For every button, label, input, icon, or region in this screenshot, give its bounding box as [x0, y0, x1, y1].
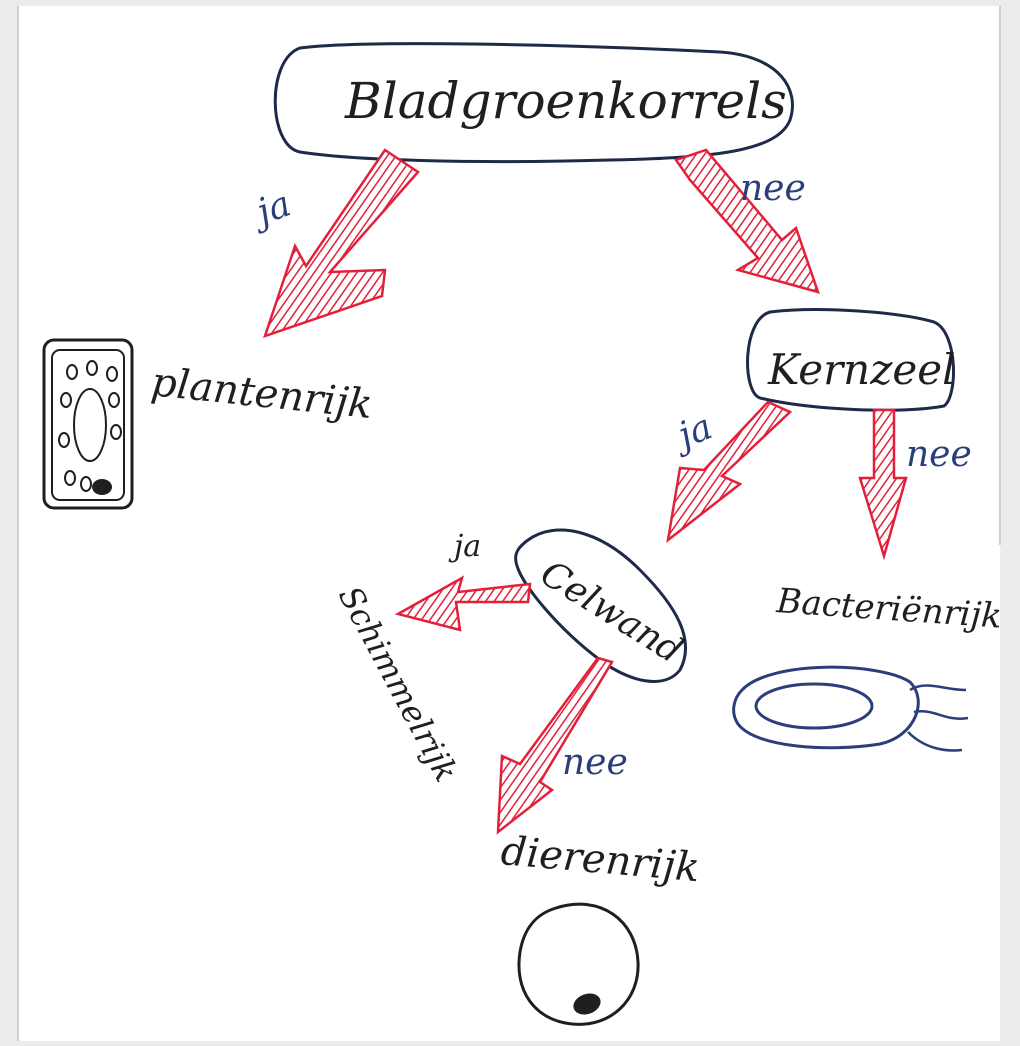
nucleus-label: Kernzeel [767, 345, 956, 394]
root-label: Bladgroenkorrels [344, 72, 787, 130]
edge-label-root-no: nee [740, 168, 806, 209]
edge-label-nucleus-no: nee [906, 434, 972, 475]
edge-label-cellwall-no: nee [562, 742, 628, 783]
